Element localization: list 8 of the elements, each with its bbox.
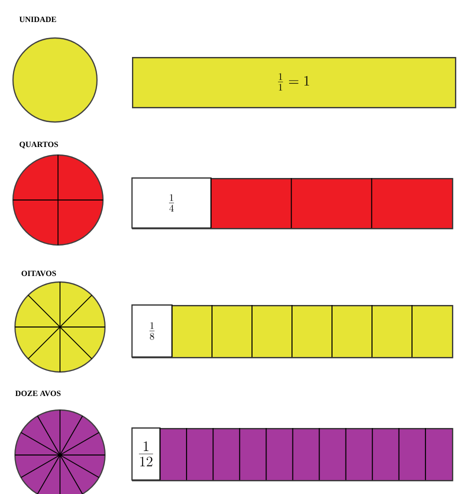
fraction-bar: $\frac{1}{1} = 1$ bbox=[132, 57, 456, 108]
node-label: UNIDADE bbox=[19, 16, 56, 22]
fraction-bar: $\frac{1}{8}$ bbox=[131, 304, 454, 358]
fraction-bar: $\frac{1}{12}$ bbox=[131, 427, 454, 482]
node-label: DOZE AVOS bbox=[15, 390, 61, 396]
node-label: OITAVOS bbox=[22, 270, 56, 276]
fraction-bar: $\frac{1}{4}$ bbox=[131, 177, 454, 230]
node-label: QUARTOS bbox=[20, 142, 58, 148]
